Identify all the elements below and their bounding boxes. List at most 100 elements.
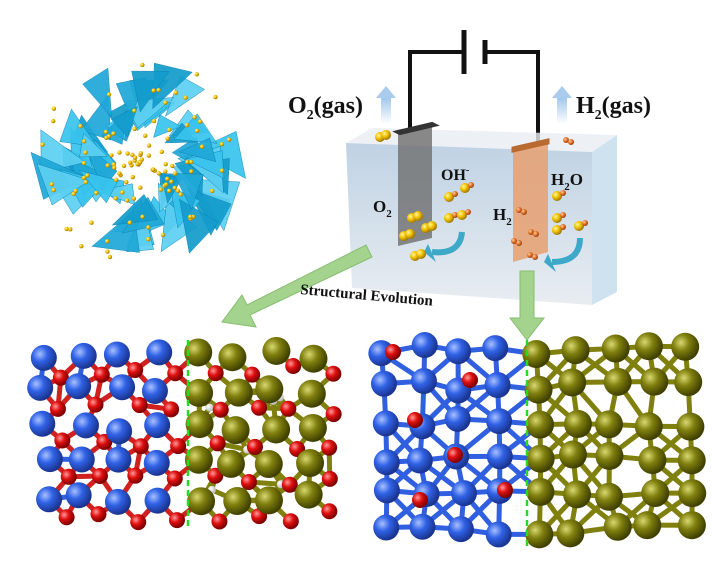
hydroxide-hydrogen bbox=[468, 182, 474, 188]
nanosheet-petal bbox=[78, 170, 119, 204]
nanoparticle bbox=[113, 196, 118, 201]
wire-left bbox=[408, 50, 462, 130]
nanoparticle bbox=[146, 237, 151, 242]
metal-atom bbox=[143, 449, 170, 476]
h2-molecule-atom bbox=[568, 139, 574, 145]
nanoparticle bbox=[160, 232, 166, 238]
oxygen-atom bbox=[325, 365, 342, 382]
nanoparticle bbox=[198, 119, 203, 124]
second-metal-atom bbox=[556, 519, 585, 548]
nanoparticle bbox=[210, 188, 215, 194]
oxygen-atom bbox=[244, 366, 261, 383]
nanosheet-petal bbox=[187, 187, 232, 231]
oxygen-atom bbox=[132, 438, 149, 455]
oxygen-atom bbox=[58, 509, 75, 526]
circulation-arrowhead-left bbox=[424, 244, 436, 262]
nanoparticle bbox=[166, 188, 172, 193]
nanoparticle bbox=[137, 160, 143, 165]
metal-atom bbox=[370, 370, 397, 397]
nanoparticle bbox=[120, 190, 125, 195]
hydroxide-oxygen bbox=[444, 213, 454, 223]
nanosheet-petal bbox=[36, 163, 91, 206]
circulation-arrowhead-right bbox=[544, 254, 556, 272]
hydroxide-oxygen bbox=[552, 191, 562, 201]
nanoparticle bbox=[138, 185, 143, 190]
nanoparticle bbox=[219, 168, 225, 173]
nanoparticle bbox=[185, 159, 190, 165]
metal-atom bbox=[482, 335, 509, 362]
metal-atom bbox=[486, 443, 513, 470]
oxygen-atom bbox=[163, 401, 180, 418]
metal-atom bbox=[30, 344, 57, 371]
nanoparticle bbox=[124, 198, 130, 203]
second-metal-atom bbox=[677, 446, 706, 475]
nanoparticle bbox=[172, 171, 178, 176]
nanoparticle bbox=[183, 95, 188, 100]
h2-molecule-atom bbox=[521, 209, 527, 215]
h2-up-arrow-shaft bbox=[557, 96, 567, 124]
metal-atom bbox=[65, 482, 92, 509]
oxygen-atom bbox=[211, 513, 228, 530]
second-metal-atom bbox=[677, 511, 706, 540]
metal-atom bbox=[68, 446, 95, 473]
second-metal-atom bbox=[187, 487, 216, 516]
nanoparticle bbox=[169, 179, 174, 184]
nanoparticle bbox=[199, 144, 205, 149]
oxygen-atom bbox=[281, 476, 298, 493]
hydroxide-oxygen bbox=[552, 225, 562, 235]
nanoparticle bbox=[105, 163, 110, 168]
oxygen-atom bbox=[169, 512, 186, 529]
second-metal-atom bbox=[603, 367, 632, 396]
metal-atom bbox=[103, 341, 130, 368]
second-metal-atom bbox=[563, 480, 592, 509]
nanoparticle bbox=[167, 127, 172, 133]
nanoparticle bbox=[125, 151, 130, 156]
o2-molecule-atom bbox=[381, 130, 391, 140]
nanoparticle bbox=[105, 249, 110, 254]
oxygen-atom bbox=[209, 435, 226, 452]
tank-side bbox=[592, 135, 617, 305]
oxygen-atom bbox=[321, 503, 338, 520]
nanoparticle bbox=[117, 150, 122, 155]
hydroxide-hydrogen bbox=[560, 212, 566, 218]
second-metal-atom bbox=[254, 486, 283, 515]
metal-atom bbox=[27, 374, 54, 401]
nanoparticle bbox=[165, 136, 170, 141]
hydroxide-oxygen bbox=[457, 210, 467, 220]
circulation-arrow-right bbox=[551, 237, 583, 265]
nanoparticle bbox=[81, 160, 87, 166]
nanoparticle bbox=[103, 129, 109, 135]
second-metal-atom bbox=[296, 449, 325, 478]
oxygen-atom bbox=[91, 467, 108, 484]
second-metal-atom bbox=[254, 450, 283, 479]
nanosheet-petal bbox=[111, 193, 159, 226]
second-metal-atom bbox=[641, 479, 670, 508]
nanoparticle bbox=[213, 94, 218, 100]
nanoparticle bbox=[109, 153, 114, 158]
hydroxide-oxygen bbox=[574, 221, 584, 231]
nanoparticle bbox=[51, 106, 57, 111]
oxygen-atom bbox=[251, 399, 268, 416]
oxygen-atom bbox=[212, 401, 229, 418]
nanoparticle bbox=[106, 92, 112, 97]
oxygen-atom bbox=[127, 467, 144, 484]
nanoparticle bbox=[159, 149, 164, 155]
oxygen-atom bbox=[54, 432, 71, 449]
second-metal-atom bbox=[224, 378, 253, 407]
second-metal-atom bbox=[526, 477, 555, 506]
h2-molecule-atom bbox=[532, 254, 538, 260]
second-metal-atom bbox=[634, 412, 663, 441]
nanosheet-petal bbox=[178, 137, 217, 163]
oxygen-atom bbox=[131, 397, 148, 414]
hydroxide-hydrogen bbox=[560, 190, 566, 196]
nanoparticle bbox=[170, 163, 175, 169]
metal-atom bbox=[373, 449, 400, 476]
nanoparticle bbox=[156, 171, 162, 176]
h2-gas-label: H2(gas) bbox=[576, 93, 651, 123]
h2-label: H2 bbox=[493, 205, 512, 228]
nanoparticle bbox=[188, 159, 194, 165]
o2-molecule-atom bbox=[427, 221, 437, 231]
nanoparticle bbox=[51, 187, 56, 193]
metal-atom bbox=[373, 477, 400, 504]
hydroxide-hydrogen bbox=[560, 224, 566, 230]
